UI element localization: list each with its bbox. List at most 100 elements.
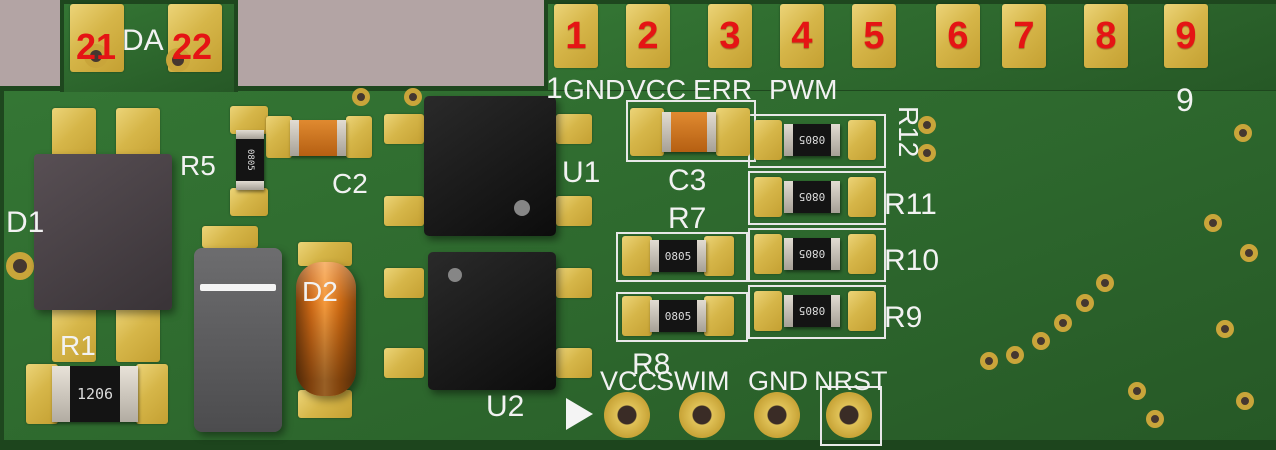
chip-end (831, 295, 840, 327)
smd-pad (384, 348, 424, 378)
smd-pad (556, 268, 592, 298)
via (1128, 382, 1146, 400)
smd-pad (754, 177, 782, 217)
smd-pad (202, 226, 258, 248)
smd-pad (266, 116, 292, 158)
silkscreen-gnd-bottom: GND (748, 366, 808, 396)
top-pad-number-3: 3 (719, 14, 741, 57)
top-pad-5: 5 (852, 4, 896, 68)
footprint-outline (748, 228, 886, 282)
designator-r10: R10 (884, 244, 940, 277)
via (1096, 274, 1114, 292)
chip-end (236, 181, 264, 190)
smd-pad (716, 108, 750, 156)
chip-marking-r5: 0805 (236, 139, 264, 181)
smd-pad (848, 234, 876, 274)
via (1076, 294, 1094, 312)
smd-pad (116, 306, 160, 362)
top-pad-number-8: 8 (1095, 14, 1117, 57)
top-pad-3: 3 (708, 4, 752, 68)
via (1234, 124, 1252, 142)
capacitor-chip-c3 (662, 112, 716, 152)
silkscreen-gnd-top: GND (563, 74, 626, 105)
ic-u1-body (424, 96, 556, 236)
chip-end (707, 112, 716, 152)
chip-marking: 0805 (793, 181, 831, 213)
resistor-chip-r5: 0805 (236, 130, 264, 190)
chip-end (784, 295, 793, 327)
silkscreen-pwm: PWM (769, 74, 838, 105)
designator-u2: U2 (486, 390, 525, 423)
chip-end (784, 124, 793, 156)
via (1204, 214, 1222, 232)
through-hole-vcc (604, 392, 650, 438)
top-pad-2: 2 (626, 4, 670, 68)
chip-end (784, 238, 793, 270)
capacitor-body (299, 120, 337, 156)
top-pad-6: 6 (936, 4, 980, 68)
silkscreen-nrst: NRST (814, 366, 888, 396)
designator-r1: R1 (60, 330, 96, 361)
designator-c3: C3 (668, 164, 707, 197)
via (918, 144, 936, 162)
smd-pad (384, 196, 424, 226)
smd-pad (556, 348, 592, 378)
designator-c2: C2 (332, 168, 368, 199)
chip-end (784, 181, 793, 213)
via (166, 48, 190, 72)
through-hole-swim (679, 392, 725, 438)
chip-end (662, 112, 671, 152)
smd-pad (848, 177, 876, 217)
smd-pad (848, 120, 876, 160)
smd-pad (754, 291, 782, 331)
smd-pad (52, 306, 96, 362)
diode-d2-body (296, 262, 356, 396)
via (1236, 392, 1254, 410)
smd-pad (622, 296, 652, 336)
via (352, 88, 370, 106)
chip-end (52, 366, 70, 422)
capacitor-stripe (200, 284, 276, 291)
silkscreen-da: DA (122, 24, 164, 57)
smd-pad (556, 114, 592, 144)
top-pad-number-1: 1 (565, 14, 587, 57)
nrst-pad-outline (820, 386, 882, 446)
designator-r12: R12 (893, 106, 924, 158)
top-pad-4: 4 (780, 4, 824, 68)
smd-pad (704, 236, 734, 276)
resistor-chip-r1: 1206 (52, 366, 138, 422)
smd-pad (556, 196, 592, 226)
chip-marking: 0805 (659, 240, 697, 272)
chip-end (650, 300, 659, 332)
chip-end (831, 181, 840, 213)
through-hole-nrst (826, 392, 872, 438)
smd-pad (136, 364, 168, 424)
pin1-dot (514, 200, 530, 216)
top-pad-9: 9 (1164, 4, 1208, 68)
chip-end (120, 366, 138, 422)
chip-marking: 0805 (793, 124, 831, 156)
chip-end (831, 124, 840, 156)
resistor-chip-r8: 0805 (650, 300, 706, 332)
smd-pad (230, 188, 268, 216)
silkscreen-swim: SWIM (656, 366, 730, 396)
chip-marking: 0805 (793, 295, 831, 327)
via (1216, 320, 1234, 338)
capacitor-chip-c2 (290, 120, 346, 156)
capacitor-body-gray (194, 248, 282, 432)
smd-pad (630, 108, 664, 156)
designator-r11: R11 (884, 188, 937, 221)
smd-pad (622, 236, 652, 276)
smd-pad (754, 120, 782, 160)
smd-pad (346, 116, 372, 158)
chip-end (337, 120, 346, 156)
tab-pad-number-22: 22 (172, 26, 213, 67)
resistor-chip-r9: 0805 (784, 295, 840, 327)
designator-d1: D1 (6, 206, 45, 239)
silkscreen-pin1: 1 (546, 72, 563, 105)
chip-marking-r1: 1206 (70, 366, 120, 422)
via (918, 116, 936, 134)
chip-end (290, 120, 299, 156)
resistor-chip-r7: 0805 (650, 240, 706, 272)
footprint-outline (616, 292, 748, 342)
